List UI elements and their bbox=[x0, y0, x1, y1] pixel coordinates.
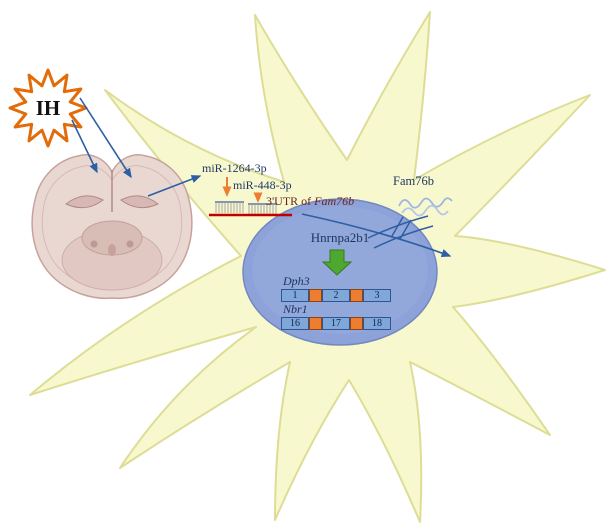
fam76b-protein-label: Fam76b bbox=[393, 174, 434, 188]
intron-box bbox=[350, 289, 363, 302]
exon-box: 2 bbox=[322, 289, 350, 302]
mirna-label-2: miR-448-3p bbox=[233, 178, 292, 192]
mirna-label-1: miR-1264-3p bbox=[202, 161, 267, 175]
hippocampus-left bbox=[65, 195, 104, 209]
hnrnpa2b1-label: Hnrnpa2b1 bbox=[310, 230, 370, 245]
ih-starburst-icon bbox=[8, 68, 88, 148]
hippocampus-right bbox=[120, 195, 159, 209]
intron-box bbox=[350, 317, 363, 330]
exon-box: 1 bbox=[281, 289, 309, 302]
brain-to-mirna-arrow bbox=[147, 175, 202, 197]
intron-box bbox=[309, 289, 322, 302]
exon-box: 16 bbox=[281, 317, 309, 330]
utr-prefix: 3'UTR of bbox=[266, 194, 312, 208]
mirna-duplex-comb-icon bbox=[209, 201, 292, 217]
repression-curved-arrow bbox=[301, 213, 452, 258]
brain-coronal-section-icon bbox=[31, 154, 193, 300]
ih-to-brain-arrow-1 bbox=[71, 119, 98, 174]
gene-dph3-exon-diagram: 1 2 3 bbox=[281, 289, 391, 302]
fam76b-protein-squiggle-icon bbox=[398, 197, 453, 217]
exon-box: 17 bbox=[322, 317, 350, 330]
ih-label: IH bbox=[35, 96, 61, 120]
inhibition-double-slash-icon bbox=[367, 215, 434, 249]
gene-dph3-label: Dph3 bbox=[283, 274, 310, 288]
utr-gene-name: Fam76b bbox=[314, 194, 355, 208]
gene-nbr1-label: Nbr1 bbox=[283, 302, 308, 316]
exon-box: 18 bbox=[363, 317, 391, 330]
exon-box: 3 bbox=[363, 289, 391, 302]
green-block-arrow-down-icon bbox=[321, 249, 353, 276]
ih-to-brain-arrow-2 bbox=[79, 97, 132, 179]
intron-box bbox=[309, 317, 322, 330]
utr-label: 3'UTR of Fam76b bbox=[266, 194, 354, 208]
gene-nbr1-exon-diagram: 16 17 18 bbox=[281, 317, 391, 330]
